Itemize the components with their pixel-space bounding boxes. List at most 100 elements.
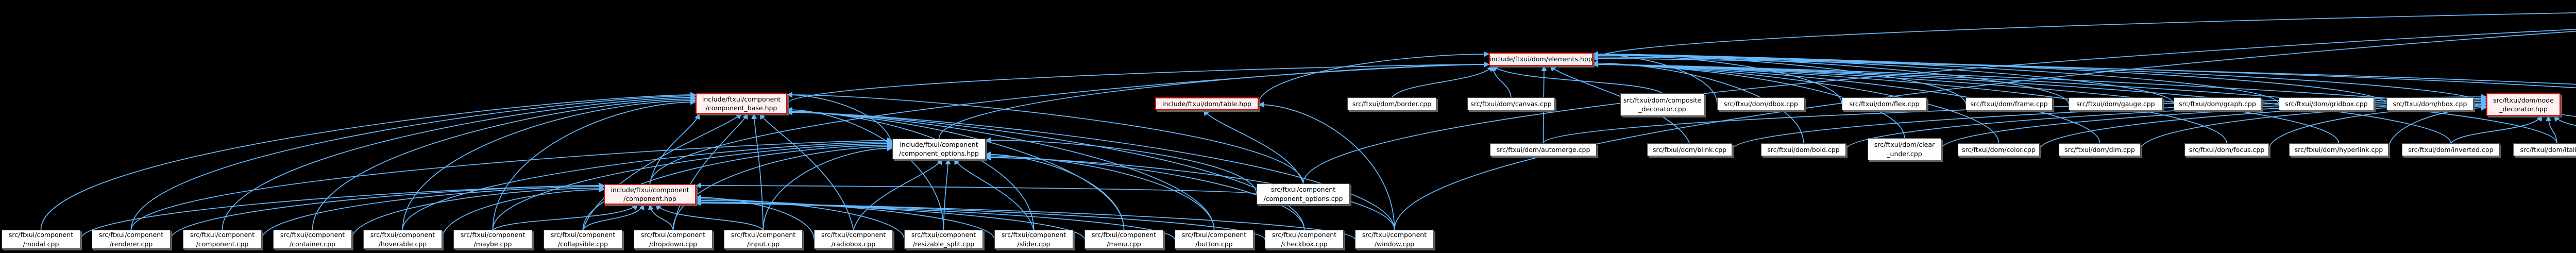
graph-node-comp_base[interactable]: include/ftxui/component /component_base.… [696, 93, 787, 114]
graph-node-hyperlink[interactable]: src/ftxui/dom/hyperlink.cpp [2289, 143, 2388, 156]
edge-nodedec-to-elements [1592, 52, 2487, 105]
graph-node-elements[interactable]: include/ftxui/dom/elements.hpp [1489, 53, 1593, 66]
graph-node-comp_opts_cpp[interactable]: src/ftxui/component /component_options.c… [1257, 183, 1350, 205]
graph-node-canvas[interactable]: src/ftxui/dom/canvas.cpp [1467, 97, 1555, 110]
graph-node-modal[interactable]: src/ftxui/component /modal.cpp [2, 230, 80, 249]
edge-comp_opts_cpp-to-root [1302, 29, 2576, 184]
graph-node-checkbox[interactable]: src/ftxui/component /checkbox.cpp [1265, 230, 1344, 249]
edge-radiobox-to-comp_opts_hpp [853, 159, 943, 230]
edge-blink-to-elements [1550, 65, 1690, 144]
edge-comp_hpp-to-elements [649, 61, 1490, 184]
graph-node-renderer[interactable]: src/ftxui/component /renderer.cpp [92, 230, 171, 249]
edge-slider-to-comp_opts_hpp [954, 159, 1035, 230]
edge-lineargrad-to-elements [1592, 61, 2576, 117]
edge-window-to-root [1394, 30, 2576, 230]
edge-automerge-to-elements [1541, 65, 1547, 144]
edge-collapsible-to-comp_opts_hpp [582, 142, 893, 230]
graph-node-clearunder[interactable]: src/ftxui/dom/clear _under.cpp [1868, 138, 1941, 160]
graph-node-window[interactable]: src/ftxui/component /window.cpp [1355, 230, 1434, 249]
edge-lineargrad-to-nodedec [2554, 115, 2576, 126]
graph-node-dim[interactable]: src/ftxui/dom/dim.cpp [2059, 143, 2141, 156]
edge-window-to-comp_opts_hpp [985, 155, 1395, 230]
edge-hoverable-to-comp_opts_hpp [402, 139, 893, 230]
graph-node-graph[interactable]: src/ftxui/dom/graph.cpp [2174, 97, 2261, 110]
graph-node-comp_hpp[interactable]: include/ftxui/component /component.hpp [604, 184, 696, 205]
edge-comp_opts_cpp-to-comp_base [786, 92, 1304, 184]
edge-paragraph-to-elements [1592, 54, 2576, 89]
edge-menu-to-comp_opts_hpp [985, 151, 1125, 230]
edge-hbox-to-elements [1592, 51, 2387, 104]
edge-dropdown-to-comp_base [672, 113, 748, 230]
graph-node-input[interactable]: src/ftxui/component /input.cpp [724, 230, 803, 249]
edge-radiobox-to-comp_hpp [695, 194, 815, 240]
graph-node-maybe[interactable]: src/ftxui/component /maybe.cpp [453, 230, 532, 249]
graph-node-hoverable[interactable]: src/ftxui/component /hoverable.cpp [363, 230, 442, 249]
graph-node-italic[interactable]: src/ftxui/dom/italic.cpp [2513, 143, 2576, 156]
graph-node-focus[interactable]: src/ftxui/dom/focus.cpp [2184, 143, 2269, 156]
edge-menu-to-comp_base [786, 109, 1125, 230]
graph-node-dropdown[interactable]: src/ftxui/component /dropdown.cpp [634, 230, 713, 249]
edge-component_cpp-to-comp_hpp [261, 183, 605, 240]
graph-node-table[interactable]: include/ftxui/dom/table.hpp [1155, 97, 1259, 110]
graph-node-hbox[interactable]: src/ftxui/dom/hbox.cpp [2386, 97, 2473, 110]
edge-maybe-to-comp_hpp [493, 204, 638, 230]
edge-renderer-to-comp_base [130, 93, 697, 230]
edge-dropdown-to-comp_opts_hpp [672, 143, 893, 230]
edge-comp_hpp-to-comp_base [649, 113, 700, 184]
edge-resizable-to-comp_hpp [695, 196, 905, 240]
graph-node-dbox[interactable]: src/ftxui/dom/dbox.cpp [1717, 97, 1805, 110]
graph-node-gridbox[interactable]: src/ftxui/dom/gridbox.cpp [2279, 97, 2374, 110]
edge-border-to-elements [1391, 65, 1493, 98]
edge-comp_opts_hpp-to-elements [938, 61, 1490, 139]
graph-node-nodedec[interactable]: src/ftxui/dom/node _decorator.hpp [2486, 93, 2561, 116]
edge-input-to-comp_opts_hpp [762, 145, 893, 230]
edge-comp_opts_cpp-to-comp_hpp [695, 182, 1257, 195]
graph-node-button[interactable]: src/ftxui/component /button.cpp [1175, 230, 1253, 249]
edge-collapsible-to-comp_base [582, 113, 742, 230]
edge-window-to-table [1258, 102, 1395, 230]
graph-node-menu[interactable]: src/ftxui/component /menu.cpp [1084, 230, 1163, 249]
graph-node-collapsible[interactable]: src/ftxui/component /collapsible.cpp [544, 230, 622, 249]
edge-container-to-comp_base [312, 96, 697, 230]
edge-renderer-to-comp_opts_hpp [130, 137, 893, 230]
graph-node-flex[interactable]: src/ftxui/dom/flex.cpp [1842, 97, 1927, 110]
graph-node-radiobox[interactable]: src/ftxui/component /radiobox.cpp [814, 230, 893, 249]
edge-button-to-comp_opts_hpp [985, 153, 1215, 230]
graph-node-border[interactable]: src/ftxui/dom/border.cpp [1347, 97, 1436, 110]
graph-node-slider[interactable]: src/ftxui/component /slider.cpp [994, 230, 1073, 249]
edge-inverted-to-nodedec [2450, 115, 2543, 144]
edge-dropdown-to-comp_hpp [648, 204, 674, 230]
edge-italic-to-nodedec [2546, 115, 2557, 144]
graph-node-automerge[interactable]: src/ftxui/dom/automerge.cpp [1490, 143, 1597, 156]
graph-node-component_cpp[interactable]: src/ftxui/component /component.cpp [183, 230, 262, 249]
graph-node-frame[interactable]: src/ftxui/dom/frame.cpp [1965, 97, 2053, 110]
edge-container-to-comp_hpp [351, 185, 605, 240]
edge-elements-to-root [1592, 12, 2576, 60]
edge-resizable-to-comp_opts_hpp [943, 158, 951, 230]
edge-maybe-to-comp_opts_hpp [492, 140, 893, 230]
edge-flexbox_cpp-to-elements [1592, 55, 2576, 85]
edge-input-to-comp_base [751, 113, 764, 230]
graph-node-gauge[interactable]: src/ftxui/dom/gauge.cpp [2069, 97, 2163, 110]
graph-node-bold[interactable]: src/ftxui/dom/bold.cpp [1761, 143, 1846, 156]
graph-node-container[interactable]: src/ftxui/component /container.cpp [273, 230, 352, 249]
edge-hoverable-to-comp_hpp [442, 187, 605, 240]
edge-comp_opts_hpp-to-comp_base [786, 92, 893, 149]
graph-node-comp_opts_hpp[interactable]: include/ftxui/component /component_optio… [892, 139, 986, 159]
edge-comp_opts_cpp-to-comp_opts_hpp [985, 137, 1257, 194]
edge-renderer-to-comp_hpp [170, 182, 605, 240]
graph-node-inverted[interactable]: src/ftxui/dom/inverted.cpp [2402, 143, 2500, 156]
edge-slider-to-comp_hpp [695, 197, 995, 240]
edge-composite-to-elements [1492, 65, 1663, 94]
graph-node-resizable[interactable]: src/ftxui/component /resizable_split.cpp [904, 230, 983, 249]
edge-input-to-comp_hpp [655, 204, 764, 230]
edge-table-to-elements [1258, 51, 1490, 104]
edge-radiobox-to-comp_base [759, 113, 854, 230]
graph-node-composite[interactable]: src/ftxui/dom/composite _decorator.cpp [1620, 93, 1704, 116]
edge-component_cpp-to-comp_base [222, 94, 697, 230]
edge-window-to-comp_base [786, 109, 1395, 230]
graph-node-blink[interactable]: src/ftxui/dom/blink.cpp [1647, 143, 1732, 156]
graph-node-color[interactable]: src/ftxui/dom/color.cpp [1958, 143, 2040, 156]
